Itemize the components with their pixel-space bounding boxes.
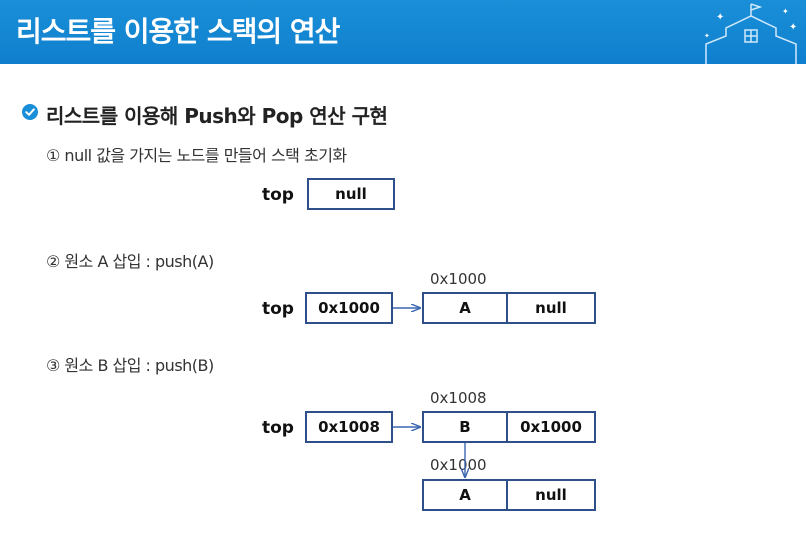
step-2-node-1: A null [422, 292, 596, 324]
header-bar: 리스트를 이용한 스택의 연산 ✦ ✦ ✦ ✦ [0, 0, 806, 64]
node-data-cell: A [422, 479, 508, 511]
svg-text:✦: ✦ [704, 32, 710, 40]
school-building-icon: ✦ ✦ ✦ ✦ [704, 3, 797, 64]
step-2-caption: ② 원소 A 삽입 : push(A) [46, 252, 214, 271]
step-3-top-pointer-box: 0x1008 [305, 411, 393, 443]
step-2-top-pointer-box: 0x1000 [305, 292, 393, 324]
step-1-caption: ① null 값을 가지는 노드를 만들어 스택 초기화 [46, 146, 347, 165]
check-circle-icon [22, 104, 38, 120]
node-next-cell: null [508, 479, 596, 511]
step-1-top-label: top [262, 185, 294, 205]
node-data-cell: B [422, 411, 508, 443]
node-next-cell: 0x1000 [508, 411, 596, 443]
section-subtitle: 리스트를 이용해 Push와 Pop 연산 구현 [46, 104, 388, 128]
step-3-top-label: top [262, 418, 294, 438]
page-title: 리스트를 이용한 스택의 연산 [16, 15, 340, 48]
node-data-cell: A [422, 292, 508, 324]
step-3-node-2: A null [422, 479, 596, 511]
step-2-top-label: top [262, 299, 294, 319]
step-2-node-1-address: 0x1000 [430, 270, 487, 288]
step-3-node-1: B 0x1000 [422, 411, 596, 443]
svg-text:✦: ✦ [716, 12, 724, 23]
step-3-node-2-address: 0x1000 [430, 456, 487, 474]
step-3-node-1-address: 0x1008 [430, 389, 487, 407]
svg-text:✦: ✦ [789, 22, 797, 33]
node-next-cell: null [508, 292, 596, 324]
svg-text:✦: ✦ [782, 7, 789, 16]
step-1-top-pointer-box: null [307, 178, 395, 210]
step-3-caption: ③ 원소 B 삽입 : push(B) [46, 356, 214, 375]
